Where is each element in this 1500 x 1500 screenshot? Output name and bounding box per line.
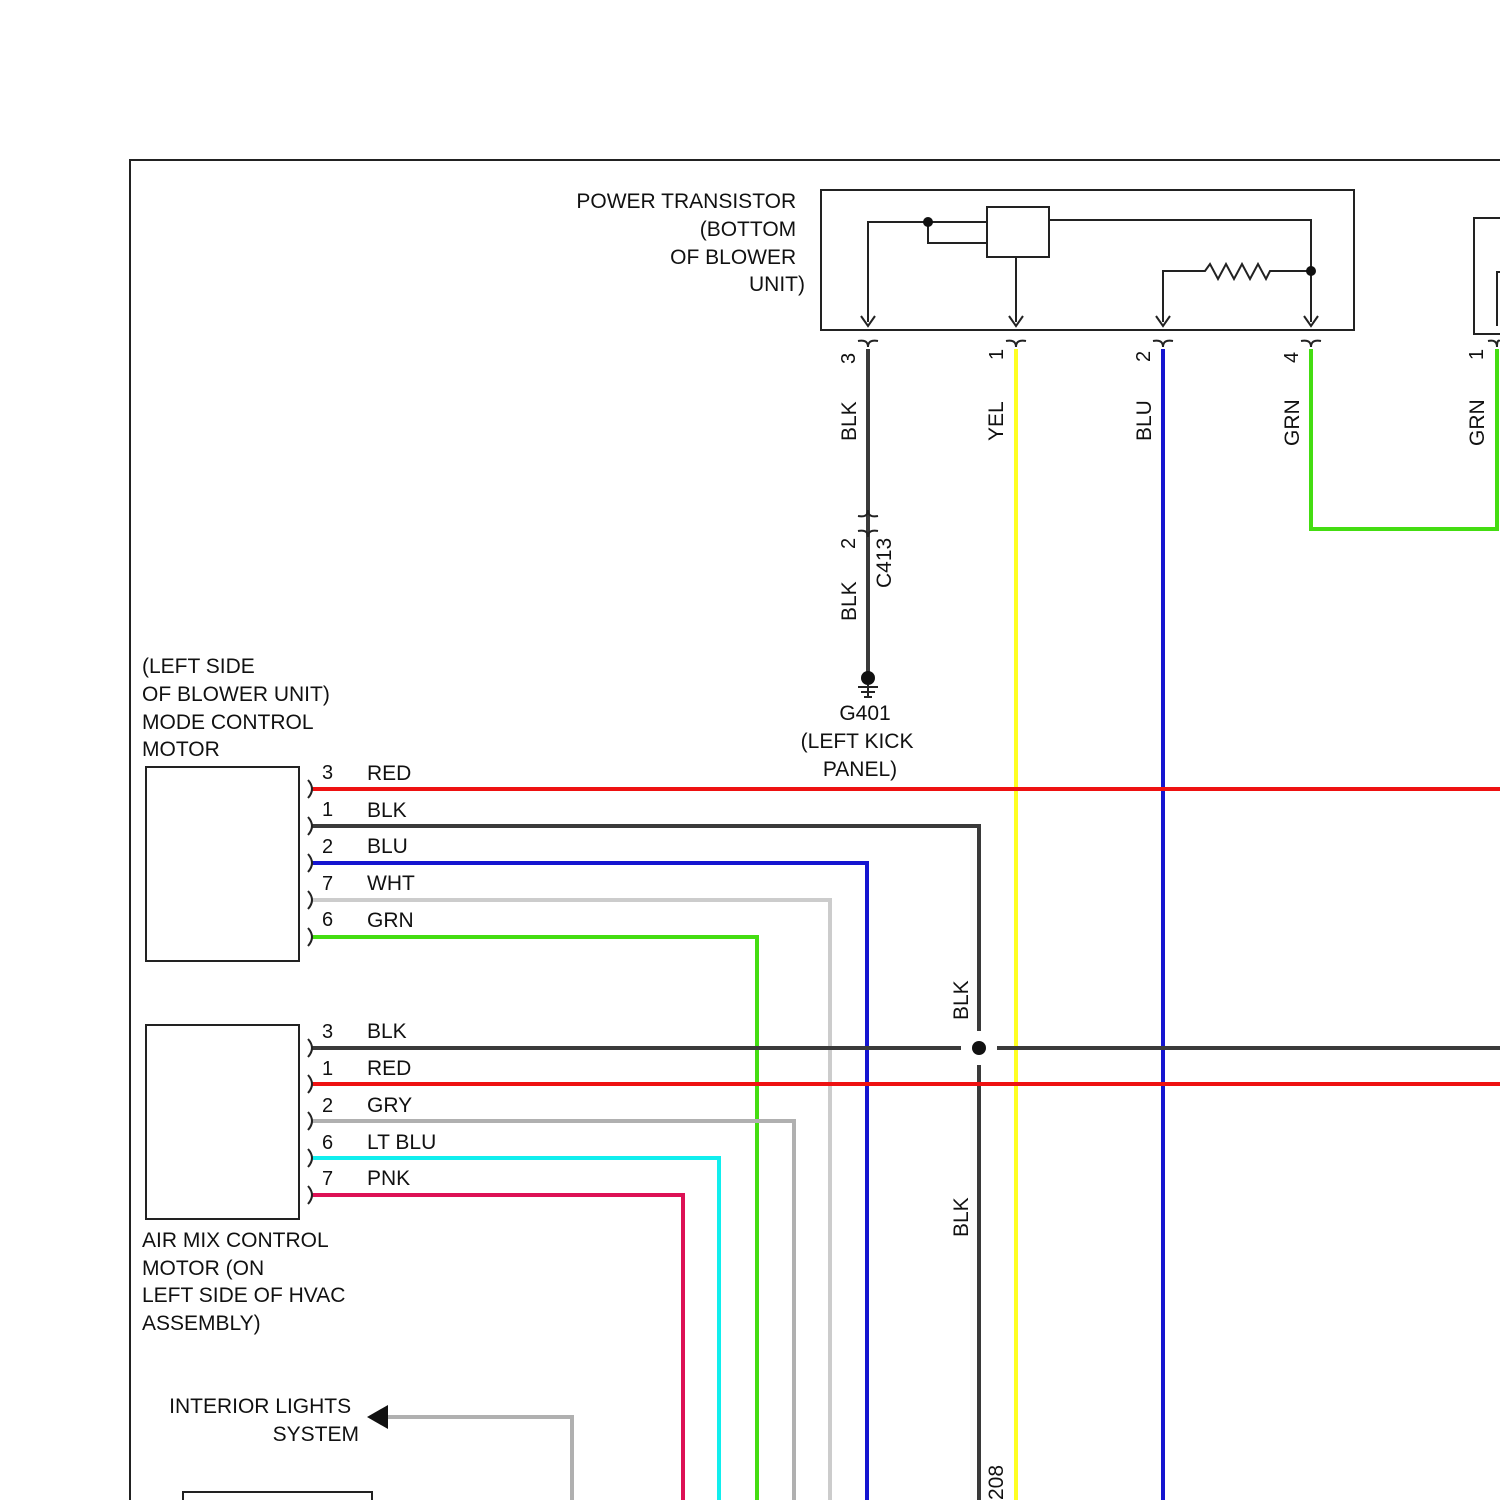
wire-color-label: RED (367, 1057, 411, 1080)
pin-number: 1 (322, 1058, 333, 1080)
interior-lights-label: INTERIOR LIGHTS SYSTEM (169, 1395, 359, 1446)
junction-dot (923, 217, 933, 227)
right-partial-component: 1 GRN (1466, 218, 1500, 446)
ground-dot (861, 671, 875, 685)
connector-pin (308, 817, 312, 835)
pin-number: 6 (322, 909, 333, 931)
ground-id: G401 (839, 702, 890, 725)
transistor-symbol (987, 207, 1049, 257)
connector-pin (1006, 341, 1026, 347)
ground-location: (LEFT KICK PANEL) (801, 730, 920, 781)
power-transistor-label: POWER TRANSISTOR (BOTTOM OF BLOWER UNIT) (576, 190, 805, 296)
wire-color-label: GRY (367, 1094, 412, 1117)
pin-number: 3 (322, 762, 333, 784)
wire-color-label: RED (367, 762, 411, 785)
pin-number: 3 (838, 353, 860, 364)
pin-number: 3 (322, 1021, 333, 1043)
pin-number: 7 (322, 1168, 333, 1190)
power-transistor-box (821, 190, 1354, 330)
wire-color-label: BLU (1133, 400, 1156, 441)
connector-pin (308, 1186, 312, 1204)
connector-pin (308, 1112, 312, 1130)
air-mix-pins (308, 1039, 312, 1204)
connector-pin (308, 1039, 312, 1057)
connector-id: C413 (873, 538, 896, 588)
wire-gry (385, 1417, 572, 1500)
mode-control-pins (308, 780, 312, 946)
bottom-partial-component (183, 1492, 372, 1500)
pin-number: 2 (322, 1095, 333, 1117)
pin-number: 2 (1133, 351, 1155, 362)
wire-lt-blu (312, 1158, 719, 1500)
connector-pin (308, 928, 312, 946)
ground-g401: G401 (LEFT KICK PANEL) (801, 671, 920, 781)
connector-pin (858, 341, 878, 347)
wire-color-label: YEL (985, 401, 1008, 441)
wire-color-label: BLK (950, 1197, 973, 1237)
connector-pin (308, 854, 312, 872)
wires (312, 349, 1500, 1500)
wire-color-label: WHT (367, 872, 415, 895)
pin-number: 2 (322, 836, 333, 858)
pin-number: 1 (322, 799, 333, 821)
interior-lights-system: INTERIOR LIGHTS SYSTEM (169, 1395, 388, 1446)
connector-pin (308, 1075, 312, 1093)
wire-color-label: BLU (367, 835, 408, 858)
connector-pin (308, 780, 312, 798)
mode-control-motor-box (146, 767, 299, 961)
connector-pin (308, 1149, 312, 1167)
air-mix-control-motor-box (146, 1025, 299, 1219)
wire-color-label: LT BLU (367, 1131, 436, 1154)
connector-pin (1153, 341, 1173, 347)
partial-label: 208 (985, 1465, 1008, 1500)
air-mix-control-motor: 3 BLK 1 RED 2 GRY 6 LT BLU 7 PNK AIR MIX… (142, 1020, 436, 1335)
pin-number: 1 (1466, 349, 1488, 360)
wire-color-label: BLK (950, 980, 973, 1020)
pin-number: 6 (322, 1132, 333, 1154)
mode-control-motor-label: (LEFT SIDE OF BLOWER UNIT) MODE CONTROL … (142, 655, 336, 761)
junction-dot (1306, 266, 1316, 276)
pin-number: 1 (986, 349, 1008, 360)
power-transistor-connector: 3 1 2 4 BLK YEL BLU GRN (838, 341, 1321, 446)
power-transistor: POWER TRANSISTOR (BOTTOM OF BLOWER UNIT) (576, 190, 1354, 330)
pin-number: 4 (1281, 352, 1303, 363)
splice-dot (972, 1041, 986, 1055)
wire-color-label: GRN (1466, 399, 1489, 446)
wire-pnk (312, 1195, 683, 1500)
air-mix-control-motor-label: AIR MIX CONTROL MOTOR (ON LEFT SIDE OF H… (142, 1229, 351, 1335)
connector-pin (308, 891, 312, 909)
mode-control-motor: (LEFT SIDE OF BLOWER UNIT) MODE CONTROL … (142, 655, 415, 961)
connector-pin (1488, 341, 1500, 347)
wire-color-label: BLK (367, 799, 407, 822)
wire-color-label: BLK (838, 401, 861, 441)
wire-wht (312, 900, 830, 1500)
wire-color-label: BLK (367, 1020, 407, 1043)
connector-pin (1301, 341, 1321, 347)
arrow-left-icon (367, 1405, 388, 1429)
wire-color-label: BLK (838, 581, 861, 621)
wire-color-label: PNK (367, 1167, 410, 1190)
pin-number: 7 (322, 873, 333, 895)
wire-color-label: GRN (1281, 399, 1304, 446)
wire-color-label: GRN (367, 909, 414, 932)
pin-number: 2 (838, 538, 860, 549)
